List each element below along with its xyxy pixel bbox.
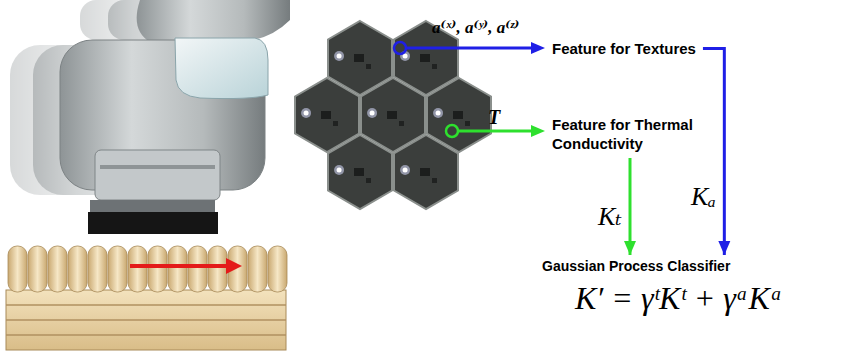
node-text: Feature for Textures: [552, 39, 696, 58]
led: [436, 111, 441, 116]
led: [370, 111, 375, 116]
chip: [354, 54, 364, 62]
dowel: [188, 246, 207, 292]
arm-link: [137, 0, 290, 42]
joint-cap: [175, 38, 268, 99]
led-glow: [367, 108, 377, 118]
leader-line: [406, 47, 533, 50]
text-node: Gaussian Process Classifier: [540, 257, 732, 275]
led: [337, 168, 342, 173]
dowel-row: [8, 246, 287, 292]
arrow-head: [624, 241, 636, 255]
dowel: [68, 246, 87, 292]
arrow-head: [718, 241, 730, 255]
sensor-pad: [88, 212, 218, 234]
chip: [354, 168, 364, 176]
connector: [624, 158, 636, 255]
leader-line: [458, 130, 533, 133]
dowel: [88, 246, 107, 292]
wood-layer: [6, 304, 286, 306]
dowel: [8, 246, 27, 292]
sensor-marker: [446, 125, 458, 137]
dowel: [108, 246, 127, 292]
leader-head: [531, 125, 545, 137]
led: [304, 111, 309, 116]
wood-layer: [6, 334, 286, 336]
chip: [366, 178, 371, 183]
text-node: Feature for Thermal Conductivity: [550, 114, 729, 154]
robot-arm: [60, 0, 290, 234]
chip: [387, 111, 397, 119]
chip: [420, 54, 430, 62]
text-node: Feature for Textures: [550, 38, 698, 59]
equation: K′ = γᵗKᵗ + γᵃKᵃ: [575, 280, 783, 317]
node-text: Feature for Thermal Conductivity: [552, 115, 727, 153]
flange-ring: [100, 165, 215, 169]
led-glow: [334, 51, 344, 61]
signal-label: a⁽ˣ⁾, a⁽ʸ⁾, a⁽ᶻ⁾: [432, 17, 519, 38]
motion-arrow: [130, 258, 242, 274]
led-glow: [301, 108, 311, 118]
sensor-cell: [328, 135, 392, 209]
dowel: [128, 246, 147, 292]
chip: [321, 111, 331, 119]
dowel: [248, 246, 267, 292]
connector-line: [629, 158, 632, 255]
led: [403, 168, 408, 173]
motion-line: [130, 264, 228, 268]
wood-layer: [6, 319, 286, 321]
chip: [432, 178, 437, 183]
led-glow: [433, 108, 443, 118]
connector: [703, 49, 730, 256]
chip: [465, 121, 470, 126]
flange: [95, 150, 220, 200]
dowel: [168, 246, 187, 292]
dowel: [208, 246, 227, 292]
dowel: [28, 246, 47, 292]
sensor-cell: [394, 135, 458, 209]
connector-line: [703, 49, 724, 256]
chip: [333, 121, 338, 126]
sensor-marker: [394, 42, 406, 54]
led-glow: [400, 165, 410, 175]
kernel-label: Kₜ: [598, 201, 622, 232]
sensor-mount: [90, 200, 215, 212]
chip: [366, 64, 371, 69]
dowel: [268, 246, 287, 292]
texture-leader: [394, 42, 545, 54]
wood-base: [6, 290, 286, 350]
chip: [453, 111, 463, 119]
chip: [399, 121, 404, 126]
signal-label: T: [488, 106, 500, 129]
motion-head: [226, 258, 242, 274]
dowel: [148, 246, 167, 292]
chip: [432, 64, 437, 69]
wood-platform: [6, 246, 287, 350]
dowel: [48, 246, 67, 292]
leader-head: [531, 42, 545, 54]
led-glow: [334, 165, 344, 175]
led: [337, 54, 342, 59]
chip: [420, 168, 430, 176]
kernel-label: Kₐ: [691, 182, 716, 212]
node-text: Gaussian Process Classifier: [542, 258, 730, 274]
